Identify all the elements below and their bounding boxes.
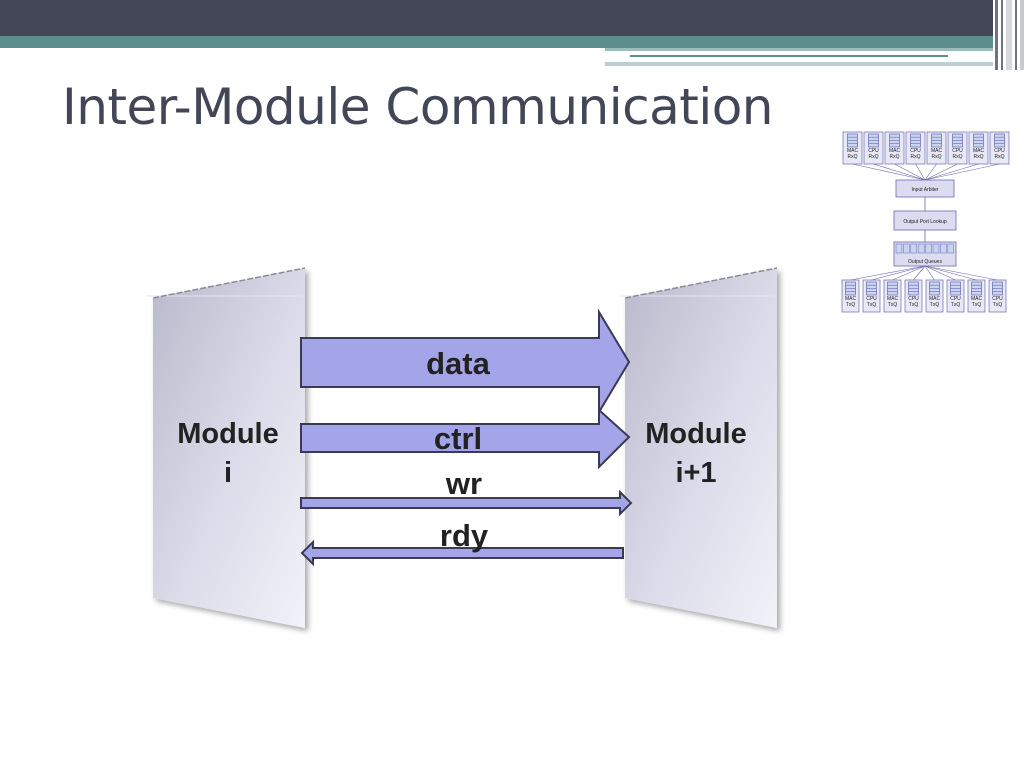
output-port-lookup-label: Output Port Lookup [903, 219, 947, 225]
tx-connector [924, 265, 956, 281]
tx-queue-label: TxQ [972, 302, 982, 308]
output-queue-cell [932, 243, 940, 254]
rx-connector [924, 163, 958, 181]
tx-queue-icon [971, 281, 982, 296]
rx-queue-label: RxQ [869, 154, 879, 160]
tx-queue-label: TxQ [909, 302, 919, 308]
rx-queue-label: CPU [910, 148, 921, 154]
wr-arrow [300, 489, 633, 517]
output-queue-cell [903, 243, 910, 254]
rx-queue-label: RxQ [848, 154, 858, 160]
output-queue-cell [917, 243, 925, 254]
output-queues-label: Output Queues [908, 259, 942, 265]
ctrl-signal-label: ctrl [434, 421, 482, 456]
rx-queue-icon [952, 133, 963, 148]
rx-queue-label: MAC [847, 148, 859, 154]
output-queue-cell [925, 243, 932, 254]
rx-queue-label: RxQ [932, 154, 942, 160]
tx-connector [924, 265, 935, 281]
tx-queue-icon [992, 281, 1003, 296]
rx-queue-label: RxQ [953, 154, 963, 160]
tx-queue-label: CPU [908, 296, 919, 302]
rx-queue-label: MAC [931, 148, 943, 154]
tx-queue-label: MAC [971, 296, 983, 302]
rx-queue-label: RxQ [974, 154, 984, 160]
tx-connector [850, 265, 926, 281]
rx-connector [924, 163, 1000, 181]
rx-queue-icon [973, 133, 984, 148]
data-arrow [300, 308, 631, 416]
rx-connector [924, 163, 979, 181]
module-i-plus-1-label-line2: i+1 [675, 457, 716, 489]
tx-queue-label: TxQ [951, 302, 961, 308]
tx-connector [913, 265, 926, 281]
input-arbiter-label: Input Arbiter [912, 187, 939, 193]
rx-queue-icon [910, 133, 921, 148]
rx-connector [915, 163, 926, 181]
tx-connector [924, 265, 998, 281]
rx-connector [852, 163, 926, 181]
rx-queue-label: RxQ [890, 154, 900, 160]
tx-queue-label: CPU [866, 296, 877, 302]
tx-queue-icon [845, 281, 856, 296]
tx-queue-icon [866, 281, 877, 296]
module-i-plus-1-label-line1: Module [645, 418, 747, 450]
rx-queue-label: CPU [952, 148, 963, 154]
rx-connector [894, 163, 926, 181]
rx-queue-icon [994, 133, 1005, 148]
rx-queue-label: CPU [868, 148, 879, 154]
tx-queue-label: TxQ [846, 302, 856, 308]
rdy-signal-label: rdy [440, 518, 489, 553]
tx-queue-icon [950, 281, 961, 296]
tx-queue-label: MAC [845, 296, 857, 302]
rx-queue-label: MAC [973, 148, 985, 154]
tx-queue-icon [929, 281, 940, 296]
header-dark-bar [0, 0, 1024, 38]
rx-connector [924, 163, 937, 181]
rx-queue-label: CPU [994, 148, 1005, 154]
output-queue-cell [947, 243, 955, 254]
tx-queue-label: CPU [992, 296, 1003, 302]
tx-queue-label: MAC [887, 296, 899, 302]
output-queue-cell [910, 243, 918, 254]
output-queue-cell [895, 243, 903, 254]
rx-queue-icon [868, 133, 879, 148]
rx-queue-icon [889, 133, 900, 148]
rx-queue-label: MAC [889, 148, 901, 154]
header-teal-band [0, 36, 1024, 48]
tx-queue-icon [887, 281, 898, 296]
module-i-label-line1: Module [177, 418, 279, 450]
tx-connector [892, 265, 926, 281]
rx-queue-label: RxQ [911, 154, 921, 160]
output-queue-cell [940, 243, 947, 254]
slide-title: Inter-Module Communication [62, 78, 774, 136]
rx-connector [873, 163, 926, 181]
rx-queue-icon [847, 133, 858, 148]
rx-queue-label: RxQ [995, 154, 1005, 160]
rx-queue-icon [931, 133, 942, 148]
tx-queue-label: CPU [950, 296, 961, 302]
tx-queue-label: TxQ [993, 302, 1003, 308]
tx-queue-icon [908, 281, 919, 296]
ctrl-arrow [300, 407, 631, 470]
module-i-plus-1-panel [620, 267, 778, 628]
module-i-panel [146, 267, 306, 628]
tx-queue-label: TxQ [930, 302, 940, 308]
rdy-arrow [300, 539, 624, 567]
wr-signal-label: wr [445, 466, 482, 501]
tx-queue-label: TxQ [867, 302, 877, 308]
module-i-label-line2: i [224, 457, 232, 489]
tx-queue-label: MAC [929, 296, 941, 302]
tx-connector [924, 265, 977, 281]
tx-connector [871, 265, 926, 281]
data-signal-label: data [426, 346, 491, 381]
tx-queue-label: TxQ [888, 302, 898, 308]
